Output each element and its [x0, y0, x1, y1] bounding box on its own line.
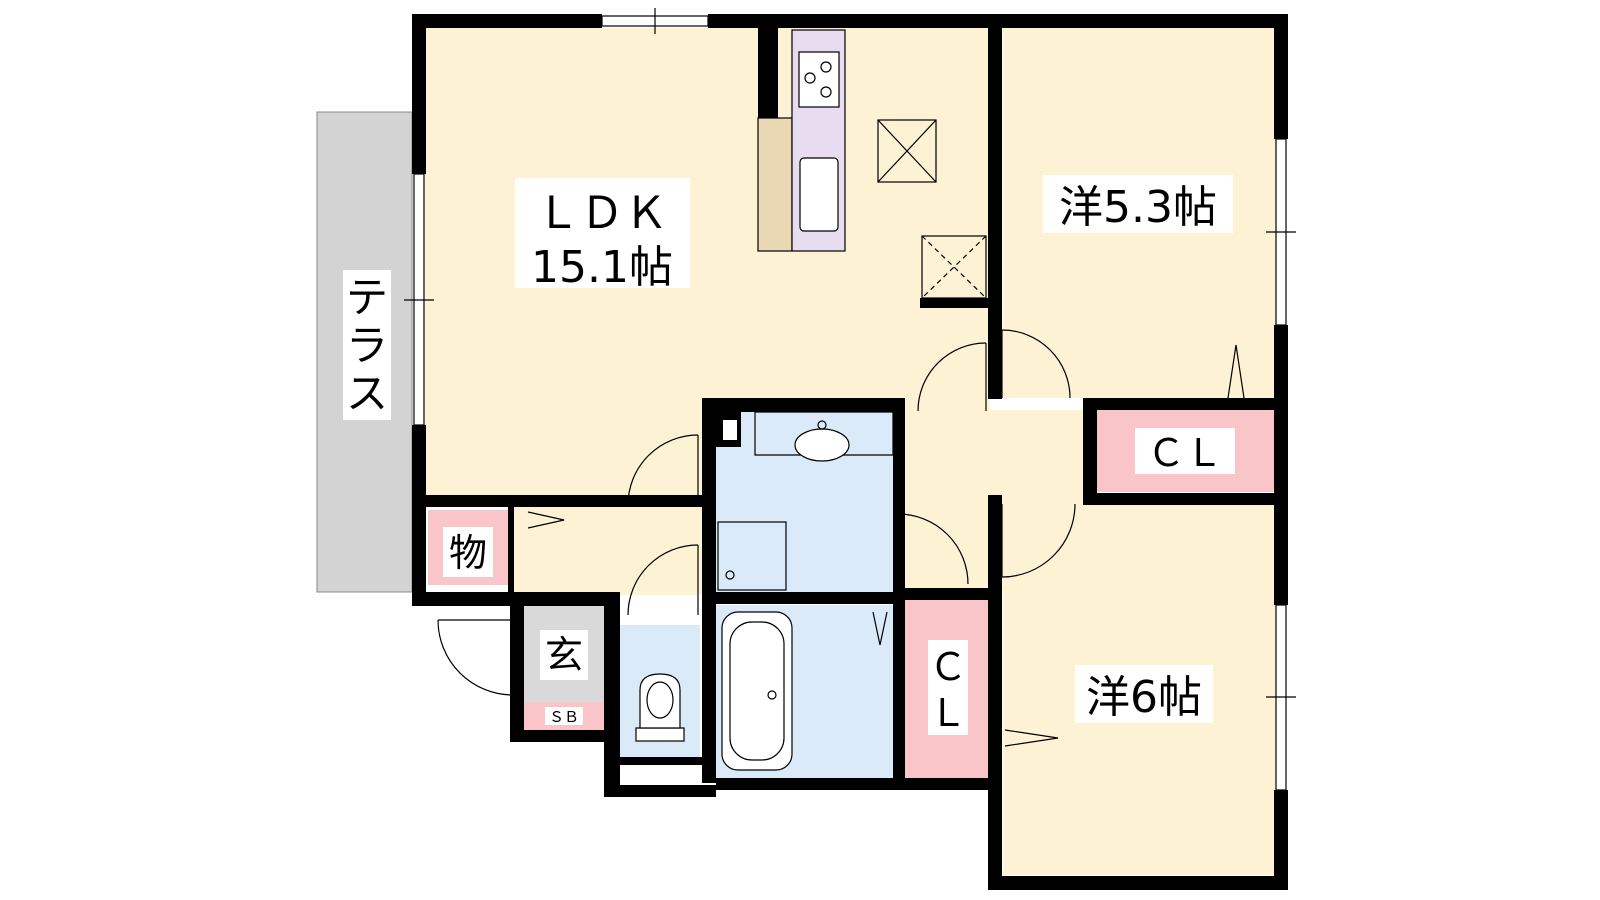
room-labels: ＬＤＫ 15.1帖 洋5.3帖 洋6帖 ＣＬ Ｃ Ｌ 物 玄 ＳＢ テ ラ ス: [343, 175, 1235, 735]
entrance-label: 玄: [545, 633, 583, 677]
closet-1-label: ＣＬ: [1147, 431, 1223, 475]
pantry-cross: [921, 235, 987, 299]
western-room-1-label: 洋5.3帖: [1059, 182, 1217, 233]
kitchen: [757, 29, 987, 299]
storage-label: 物: [449, 531, 487, 575]
door-swings: [437, 329, 1245, 747]
ldk-door-arc: [917, 342, 987, 412]
closet-2-label-top: Ｃ: [929, 645, 967, 689]
western-room-2-label: 洋6帖: [1086, 672, 1202, 723]
walls: [412, 14, 1288, 890]
hall-door-arc: [627, 434, 699, 506]
bathroom-fixtures: [721, 611, 793, 771]
bath-drain-icon: [767, 690, 777, 700]
toilet-fixture: [635, 673, 685, 742]
terrace-label-char-1: テ: [346, 273, 388, 322]
drain-icon: [725, 570, 735, 580]
fridge-cross: [877, 119, 937, 183]
closet2-door: [1004, 729, 1059, 747]
bathtub-inner: [729, 621, 785, 761]
kitchen-sink: [799, 157, 839, 232]
washroom-door-arc: [897, 513, 969, 585]
western2-door-arc: [1001, 503, 1076, 578]
washbasin: [794, 428, 850, 462]
toilet-door-arc: [627, 544, 699, 616]
bath-door: [872, 611, 888, 646]
fridge-space: [877, 119, 937, 183]
kitchen-counter: [757, 117, 793, 252]
washing-machine-space: [717, 521, 787, 591]
burner-icon: [804, 72, 816, 84]
shoebox-label: ＳＢ: [549, 708, 579, 726]
terrace-label-char-3: ス: [346, 369, 388, 418]
closet1-door: [1227, 344, 1245, 399]
burner-icon: [820, 86, 832, 98]
storage-door: [527, 511, 565, 529]
windows: [404, 8, 1296, 791]
pantry-cross: [921, 235, 987, 299]
western1-door-arc: [1001, 329, 1071, 399]
entrance-door-arc: [437, 619, 514, 696]
toilet-seat: [646, 681, 674, 719]
ldk-label: ＬＤＫ: [536, 188, 668, 239]
terrace-label-char-2: ラ: [346, 321, 388, 370]
faucet-icon: [817, 420, 827, 430]
bathtub: [721, 611, 793, 771]
closet-2-label-bottom: Ｌ: [929, 691, 967, 735]
burner-icon: [820, 61, 832, 73]
washroom-fixtures: [717, 411, 894, 591]
toilet-tank: [635, 727, 685, 742]
ldk-size-label: 15.1帖: [531, 242, 673, 293]
